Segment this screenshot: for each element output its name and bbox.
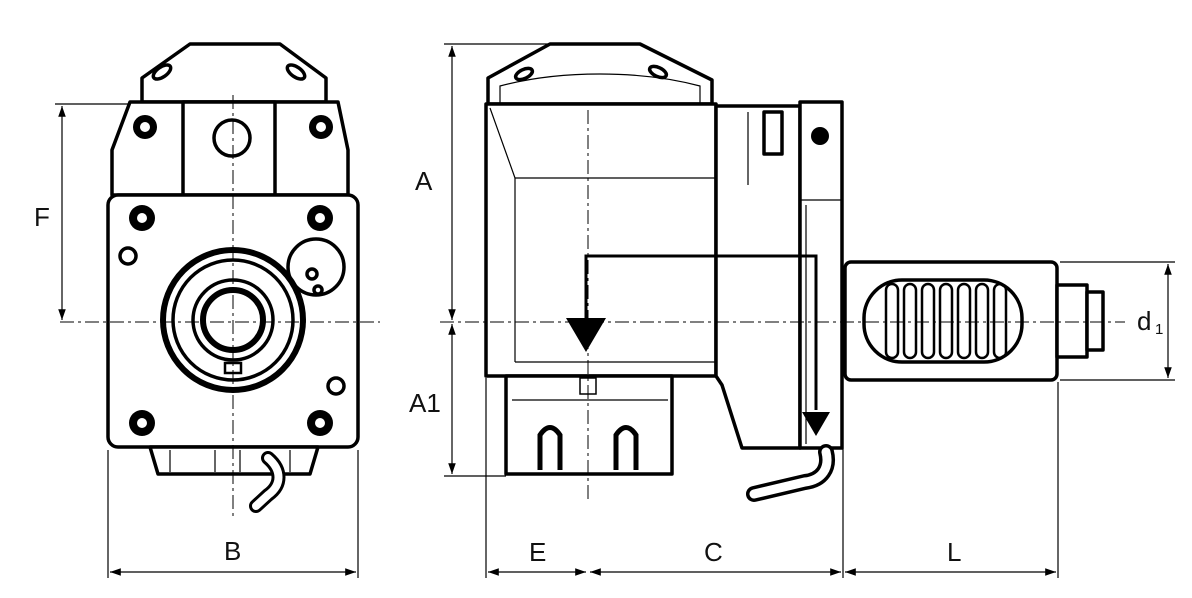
- shank-rib: [920, 282, 936, 360]
- label-d: d: [1137, 306, 1151, 336]
- label-A: A: [415, 166, 433, 196]
- shank-rib: [992, 282, 1008, 360]
- side-view: [484, 42, 1105, 502]
- label-F: F: [34, 202, 50, 232]
- dimensions: [55, 43, 1175, 578]
- shank-rib: [938, 282, 954, 360]
- shank-ribs: [884, 282, 1008, 360]
- shank-rib: [902, 282, 918, 360]
- label-A1: A1: [409, 388, 441, 418]
- label-d-subscript: 1: [1155, 321, 1163, 338]
- label-B: B: [224, 536, 241, 566]
- label-E: E: [529, 537, 546, 567]
- shank-rib: [956, 282, 972, 360]
- label-C: C: [704, 537, 723, 567]
- shank-rib: [974, 282, 990, 360]
- label-L: L: [947, 537, 961, 567]
- shank-rib: [884, 282, 900, 360]
